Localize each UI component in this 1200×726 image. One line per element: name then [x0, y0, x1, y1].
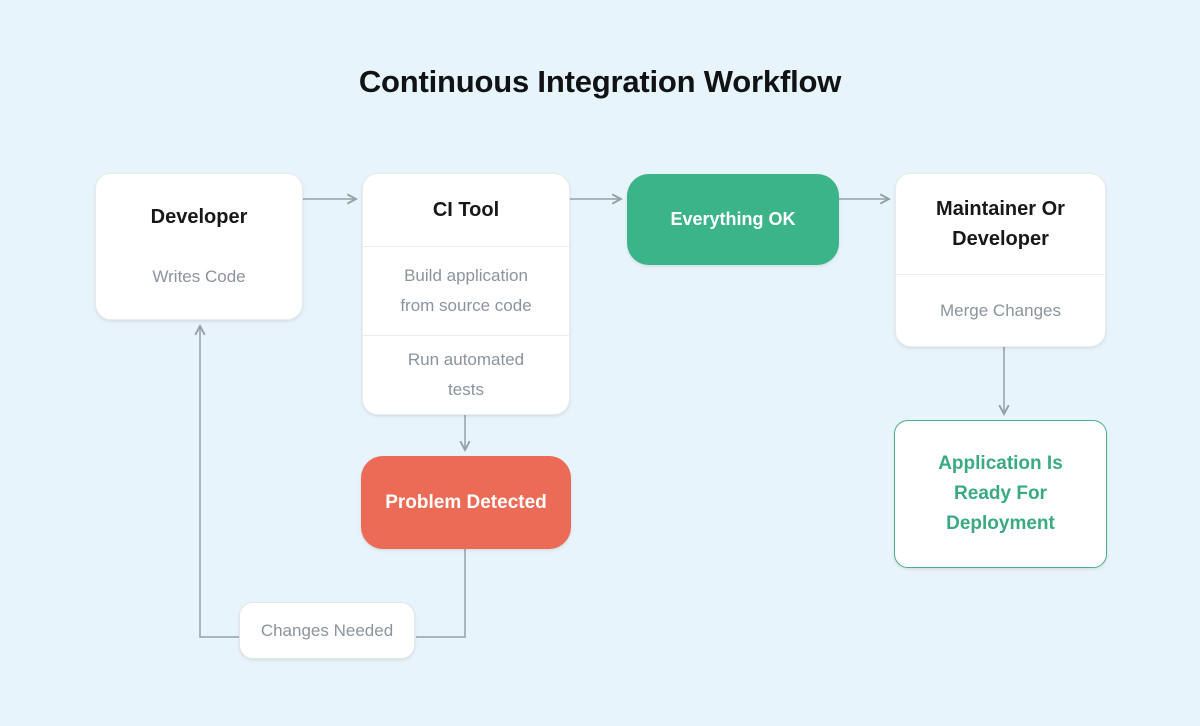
connector-problem-to-changes [416, 549, 466, 638]
node-maintainer: Maintainer Or Developer Merge Changes [895, 173, 1106, 347]
node-problem-detected: Problem Detected [361, 456, 571, 549]
ci-tool-divider-1 [363, 246, 569, 247]
problem-detected-label: Problem Detected [385, 491, 547, 513]
ci-tool-title: CI Tool [432, 199, 500, 221]
page-title: Continuous Integration Workflow [358, 64, 842, 99]
connector-changes-to-developer [194, 324, 239, 638]
developer-subtitle: Writes Code [152, 267, 246, 286]
node-developer: Developer Writes Code [95, 173, 303, 320]
ci-tool-step-build: Build application from source code [363, 247, 569, 335]
node-ci-tool: CI Tool Build application from source co… [362, 173, 570, 415]
maintainer-title: Maintainer Or Developer [936, 198, 1065, 250]
maintainer-subtitle: Merge Changes [940, 300, 1061, 320]
developer-title: Developer [150, 206, 248, 228]
changes-needed-label: Changes Needed [260, 620, 394, 640]
ci-tool-step-build-label: Build application from source code [400, 266, 532, 315]
ci-tool-step-tests: Run automated tests [363, 336, 569, 414]
maintainer-title-section: Maintainer Or Developer [896, 174, 1105, 274]
ci-tool-step-tests-label: Run automated tests [407, 350, 525, 399]
application-ready-label: Application Is Ready For Deployment [938, 453, 1063, 534]
node-changes-needed: Changes Needed [239, 602, 415, 659]
everything-ok-label: Everything OK [670, 209, 796, 229]
node-everything-ok: Everything OK [627, 174, 839, 265]
node-application-ready: Application Is Ready For Deployment [894, 420, 1107, 568]
ci-tool-divider-2 [363, 335, 569, 336]
maintainer-divider [896, 274, 1105, 275]
